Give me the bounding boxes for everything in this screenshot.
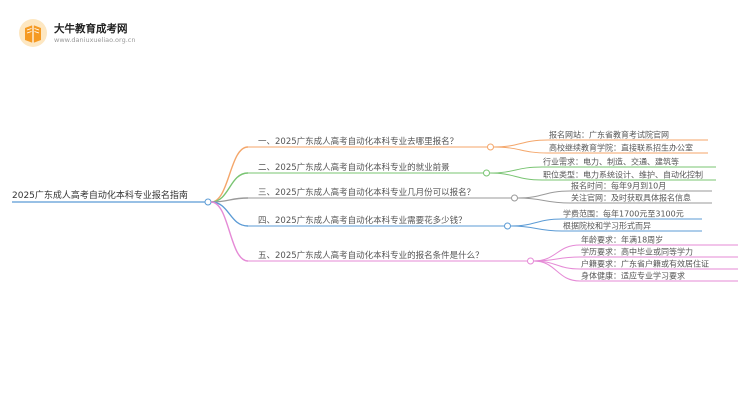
- leaf-label-4-1: 学费范围：每年1700元至3100元: [563, 209, 684, 219]
- brand-logo: 大牛教育成考网 www.daniuxueliao.org.cn: [18, 18, 198, 50]
- branch-label-5: 五、2025广东成人高考自动化本科专业的报名条件是什么？: [258, 250, 484, 261]
- root-to-branch-2: [210, 172, 249, 203]
- branch-label-3: 三、2025广东成人高考自动化本科专业几月份可以报名？: [258, 187, 475, 198]
- branch-node-1: [487, 143, 494, 151]
- branch-label-2: 二、2025广东成人高考自动化本科专业的就业前景: [258, 162, 450, 173]
- leaf-label-2-1: 行业需求：电力、制造、交通、建筑等: [543, 157, 679, 167]
- root-to-branch-5: [210, 201, 249, 262]
- branch-node-2: [483, 169, 490, 177]
- branch-to-leaf-2-2: [489, 172, 543, 181]
- brand-name: 大牛教育成考网: [54, 23, 128, 35]
- leaf-label-2-2: 职位类型：电力系统设计、维护、自动化控制: [543, 170, 703, 180]
- branch-node-5: [527, 257, 534, 265]
- branch-to-leaf-3-1: [517, 190, 571, 199]
- branch-to-leaf-1-1: [493, 139, 549, 148]
- branch-to-leaf-3-2: [517, 197, 571, 204]
- book-logo-icon: [19, 19, 47, 47]
- leaf-label-5-1: 年龄要求：年满18周岁: [581, 235, 663, 245]
- leaf-label-3-2: 关注官网：及时获取具体报名信息: [571, 193, 691, 203]
- root-topic: 2025广东成人高考自动化本科专业报名指南: [12, 189, 188, 201]
- root-node: [204, 198, 212, 206]
- leaf-label-5-3: 户籍要求：广东省户籍或有效居住证: [581, 259, 709, 269]
- leaf-label-1-1: 报名网站：广东省教育考试院官网: [549, 130, 669, 140]
- branch-to-leaf-1-2: [493, 146, 549, 154]
- leaf-label-3-1: 报名时间：每年9月到10月: [571, 181, 666, 191]
- leaf-label-5-4: 身体健康：适应专业学习要求: [581, 271, 685, 281]
- branch-to-leaf-2-1: [489, 166, 543, 174]
- branch-to-leaf-4-1: [510, 218, 563, 227]
- branch-to-leaf-5-2: [533, 256, 581, 262]
- branch-label-1: 一、2025广东成人高考自动化本科专业去哪里报名？: [258, 136, 458, 147]
- branch-node-3: [511, 194, 518, 202]
- branch-to-leaf-4-2: [510, 225, 563, 232]
- leaf-label-5-2: 学历要求：高中毕业或同等学力: [581, 247, 693, 257]
- leaf-label-1-2: 高校继续教育学院：直接联系招生办公室: [549, 143, 693, 153]
- branch-label-4: 四、2025广东成人高考自动化本科专业需要花多少钱？: [258, 215, 467, 226]
- root-to-branch-4: [210, 201, 249, 227]
- branch-to-leaf-5-4: [533, 260, 581, 282]
- brand-site: www.daniuxueliao.org.cn: [54, 36, 136, 44]
- leaf-label-4-2: 根据院校和学习形式而异: [563, 221, 651, 231]
- branch-node-4: [504, 222, 511, 230]
